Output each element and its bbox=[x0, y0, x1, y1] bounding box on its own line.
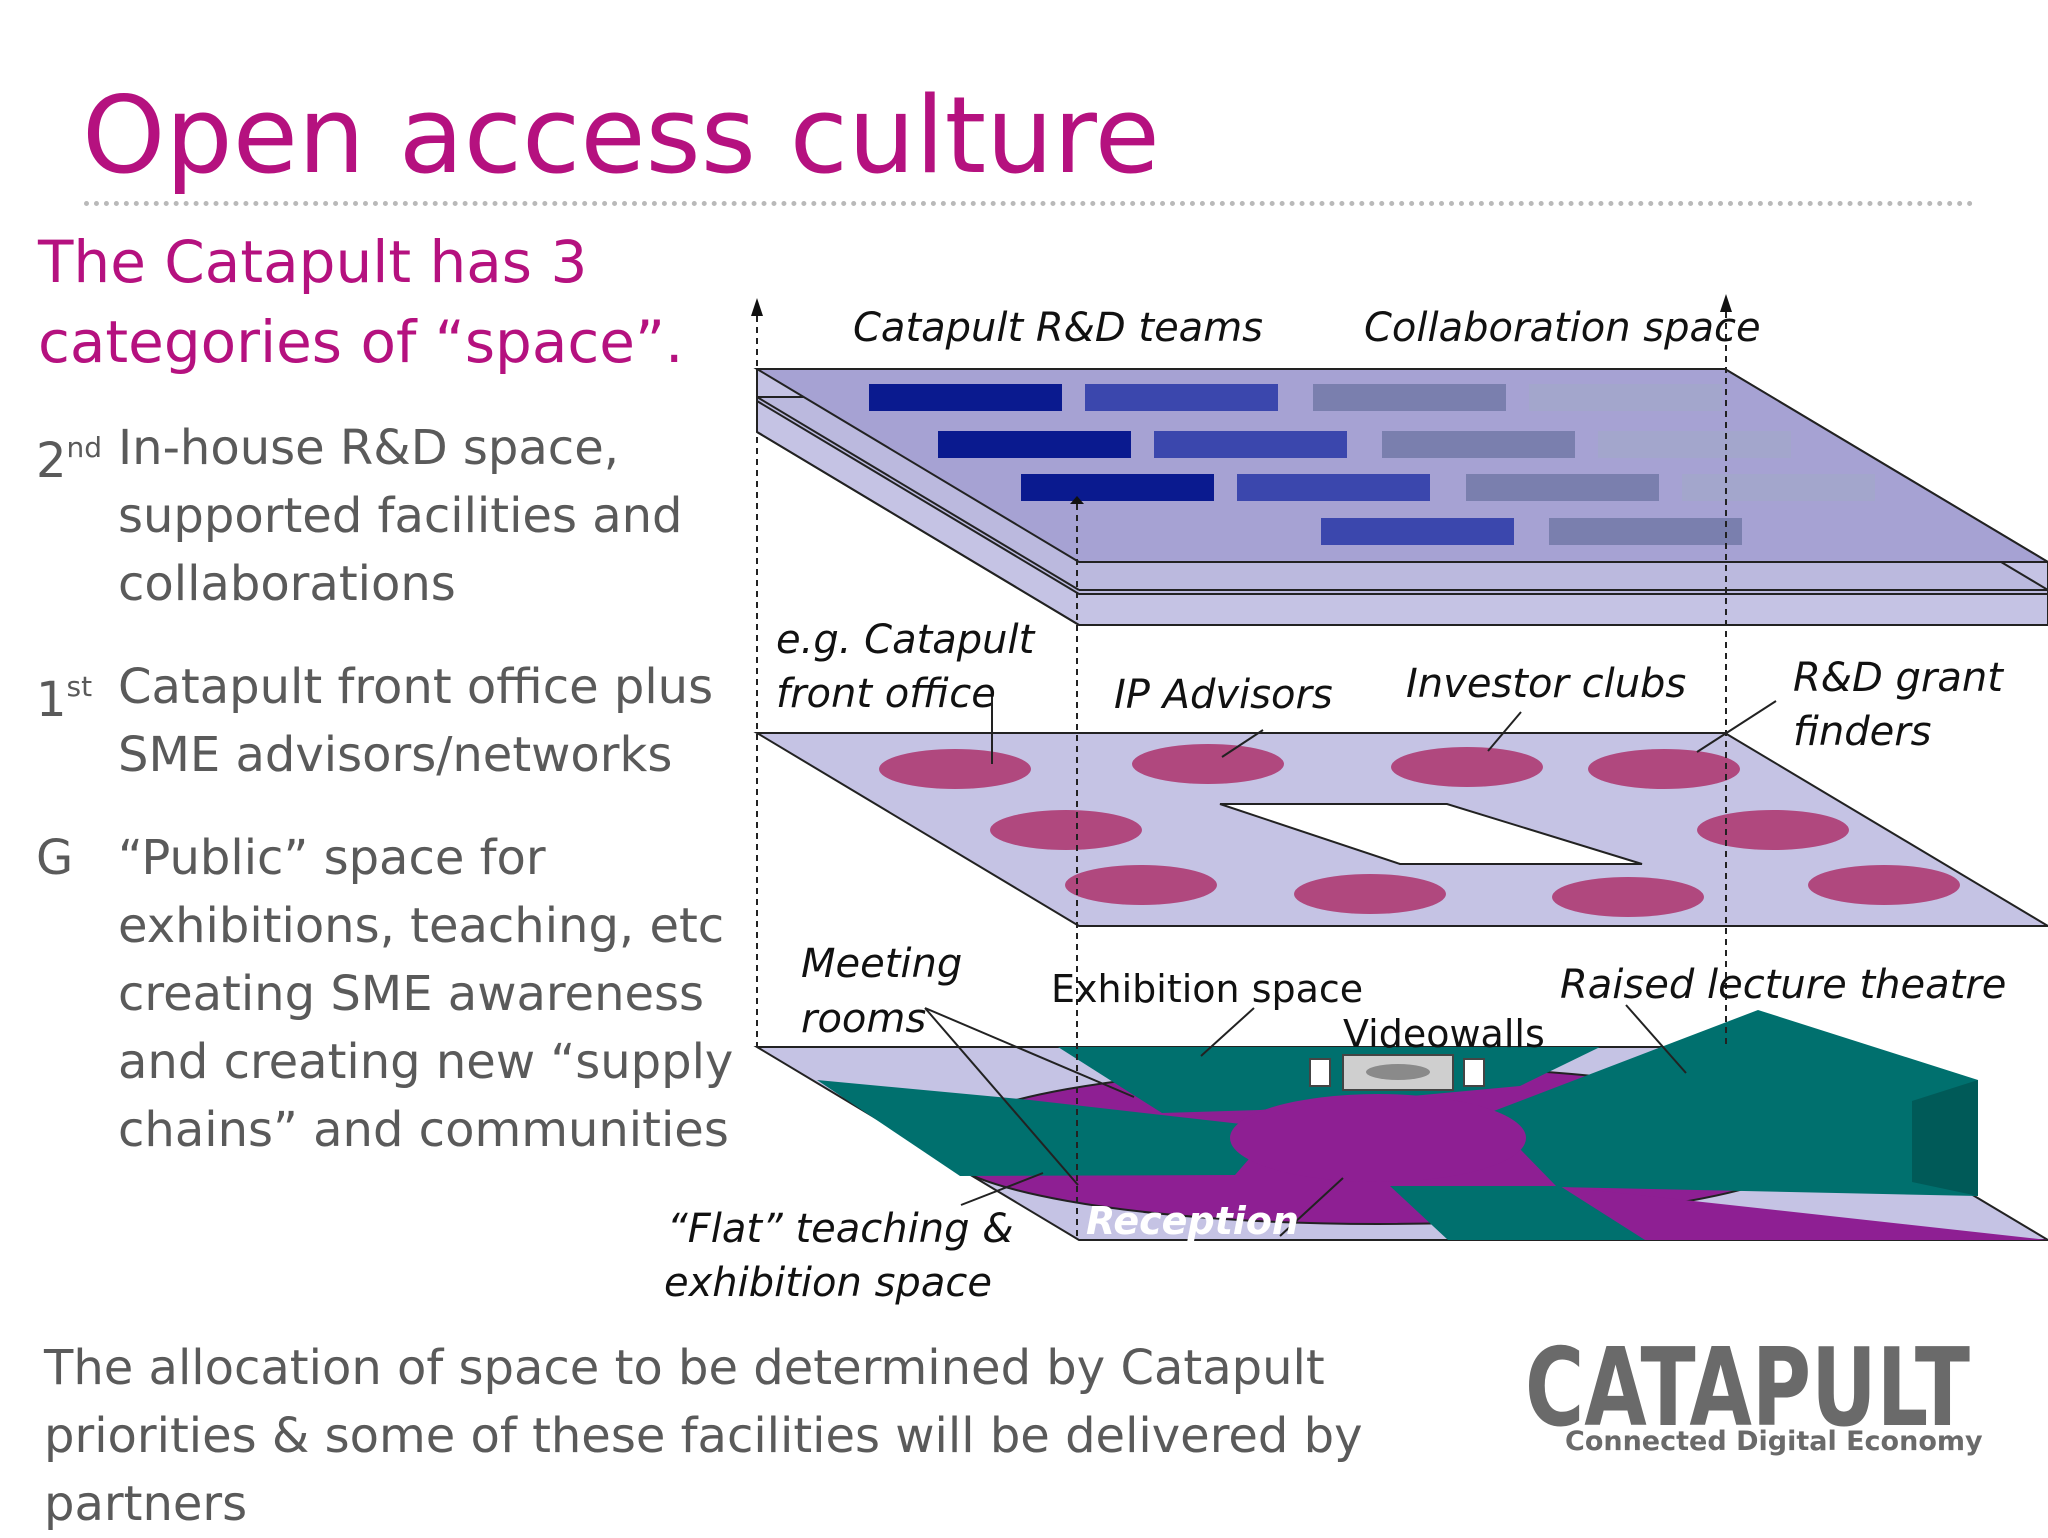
advisor-desk bbox=[1065, 865, 1217, 905]
label-meeting-rooms-line1: Meeting bbox=[801, 941, 962, 987]
front-office-layer bbox=[753, 732, 2048, 927]
leader-investor-clubs bbox=[1487, 711, 1522, 752]
advisor-desk bbox=[1588, 749, 1740, 789]
raised-wedge-front bbox=[1390, 1186, 1645, 1240]
rnd-team-desk bbox=[1529, 384, 1722, 411]
label-meeting-rooms-line2: rooms bbox=[801, 996, 926, 1042]
rnd-team-desk bbox=[1549, 518, 1742, 545]
label-flat-teaching-line2: exhibition space bbox=[664, 1260, 992, 1306]
right-guide-arrow bbox=[1720, 294, 1732, 312]
videowall-screen-glow bbox=[1366, 1064, 1430, 1080]
subtitle: The Catapult has 3 categories of “space”… bbox=[38, 228, 684, 376]
label-flat-teaching-line1: “Flat” teaching & bbox=[667, 1206, 1013, 1252]
category-marker: G bbox=[36, 830, 74, 886]
leader-lecture-theatre bbox=[1625, 1004, 1687, 1074]
reception-hub bbox=[1230, 1094, 1526, 1182]
rnd-team-desk bbox=[1321, 518, 1514, 545]
rnd-team-desk bbox=[1466, 474, 1659, 501]
catapult-logo: CATAPULT Connected Digital Economy bbox=[1525, 1326, 1983, 1457]
rnd-team-desk bbox=[1382, 431, 1575, 458]
slide-title: Open access culture bbox=[82, 74, 1160, 197]
rnd-team-desk bbox=[938, 431, 1131, 458]
rnd-team-desk bbox=[1598, 431, 1791, 458]
label-grant-finders-line2: finders bbox=[1793, 709, 1931, 755]
label-rnd-teams: Catapult R&D teams bbox=[853, 305, 1263, 351]
vertical-guides bbox=[751, 294, 1732, 1240]
label-ip-advisors: IP Advisors bbox=[1114, 672, 1333, 718]
label-investor-clubs: Investor clubs bbox=[1406, 661, 1686, 707]
inner-guide-arrow bbox=[1070, 496, 1084, 504]
atrium-opening bbox=[1219, 803, 1643, 865]
label-grant-finders-line1: R&D grant bbox=[1793, 655, 2004, 701]
public-layer bbox=[753, 1010, 2048, 1241]
leader-reception bbox=[1279, 1177, 1344, 1237]
rnd-layer bbox=[753, 368, 2048, 626]
label-lecture-theatre: Raised lecture theatre bbox=[1560, 962, 2006, 1008]
advisor-desk bbox=[1132, 744, 1284, 784]
logo-wordmark: CATAPULT bbox=[1525, 1326, 1970, 1451]
leader-flat-teaching bbox=[960, 1172, 1044, 1206]
label-front-office-line1: e.g. Catapult bbox=[776, 617, 1036, 663]
advisor-desk bbox=[1552, 877, 1704, 917]
rnd-plane-edge bbox=[756, 396, 1080, 591]
category-marker: 2nd bbox=[36, 431, 103, 489]
title-divider bbox=[84, 201, 1974, 206]
leader-lines bbox=[924, 689, 1777, 1237]
leader-ip-advisors bbox=[1221, 729, 1264, 758]
footer-note: The allocation of space to be determined… bbox=[44, 1340, 1363, 1532]
leader-exhibition bbox=[1200, 1007, 1255, 1057]
label-collaboration-space: Collaboration space bbox=[1364, 305, 1761, 351]
category-text: Catapult front office plus SME advisors/… bbox=[118, 659, 714, 783]
category-text: “Public” space for exhibitions, teaching… bbox=[118, 830, 734, 1158]
rnd-team-desk bbox=[1021, 474, 1214, 501]
rnd-team-desk bbox=[869, 384, 1062, 411]
rnd-team-desk bbox=[1154, 431, 1347, 458]
raised-wedge-left bbox=[817, 1080, 1276, 1176]
label-exhibition-space: Exhibition space bbox=[1051, 967, 1363, 1011]
leader-meeting-rooms bbox=[924, 1007, 1079, 1186]
advisor-desk bbox=[1391, 747, 1543, 787]
flat-teaching-area bbox=[1548, 1185, 2048, 1240]
category-text: In-house R&D space, supported facilities… bbox=[118, 420, 683, 612]
rnd-team-desk bbox=[1313, 384, 1506, 411]
advisor-desk bbox=[1294, 874, 1446, 914]
raised-lecture-theatre-side bbox=[1912, 1080, 1978, 1196]
leader-grant-finders bbox=[1696, 700, 1777, 753]
logo-tagline: Connected Digital Economy bbox=[1565, 1426, 1983, 1457]
advisor-desk bbox=[990, 810, 1142, 850]
advisor-desk bbox=[1697, 810, 1849, 850]
category-marker: 1st bbox=[36, 670, 93, 728]
label-reception: Reception bbox=[1086, 1199, 1299, 1243]
rnd-team-desk bbox=[1682, 474, 1875, 501]
rnd-plane-edge bbox=[756, 431, 1080, 626]
label-front-office-line2: front office bbox=[776, 671, 996, 717]
left-guide-arrow bbox=[751, 298, 763, 316]
videowall-right bbox=[1463, 1058, 1485, 1087]
leader-meeting-rooms bbox=[924, 1007, 1135, 1098]
videowall-left bbox=[1309, 1058, 1331, 1087]
raised-lecture-theatre bbox=[1486, 1010, 1978, 1196]
rnd-team-desk bbox=[1237, 474, 1430, 501]
label-videowalls: Videowalls bbox=[1343, 1012, 1545, 1056]
rnd-team-desk bbox=[1085, 384, 1278, 411]
advisor-desk bbox=[879, 749, 1031, 789]
advisor-desk bbox=[1808, 865, 1960, 905]
